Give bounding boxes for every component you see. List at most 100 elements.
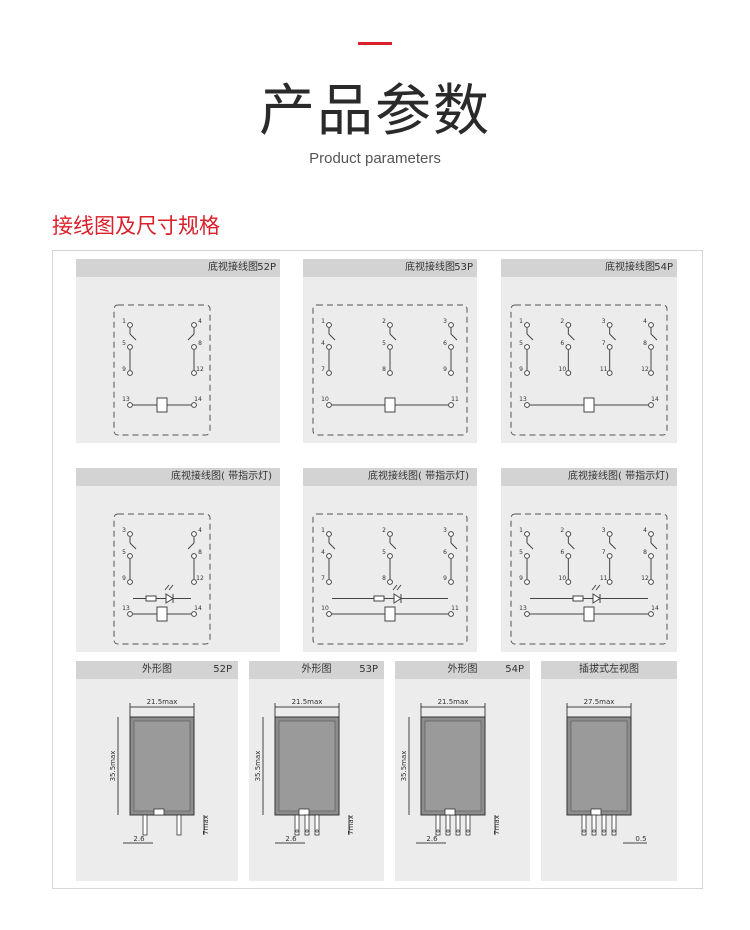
width-dimension: 21.5max [438,698,469,706]
pin-label: 9 [122,575,126,582]
pin-label: 14 [194,396,202,403]
pin-label: 6 [560,340,564,347]
page-subtitle: Product parameters [309,150,441,167]
pin-terminal [648,531,654,537]
pin-label: 3 [122,527,126,534]
contact-lever [187,333,195,341]
pin-terminal [127,553,133,559]
pin-terminal [606,579,613,585]
socket-outline [113,304,211,436]
pin-hole [466,829,470,833]
relay-cover [570,720,628,812]
pin-terminal [191,344,197,350]
pin-terminal [448,322,454,328]
pin-terminal [565,579,572,585]
pin-label: 12 [641,366,649,373]
pin-length-dimension: 7max [202,815,210,835]
light-ray [595,584,601,591]
pin-hole [456,829,460,833]
pin-terminal [127,344,133,350]
pin-terminal [648,344,654,350]
light-ray [168,584,174,591]
pin-length-dimension: 7max [347,815,355,835]
panel-header: 外形图 52P [76,661,238,679]
pin-terminal [606,531,613,537]
contact-lever [567,542,575,550]
pin-label: 8 [382,366,386,373]
resistor-symbol [572,595,584,602]
pin-terminal [387,370,393,376]
contact-lever [609,333,617,341]
relay-pin [435,814,441,836]
led-symbol [592,593,601,604]
panel-label: 外形图 [447,664,478,675]
pin-terminal [191,402,197,408]
pin-terminal [191,531,197,537]
pin-terminal [448,402,454,408]
relay-pin [142,814,148,836]
contact-lever [450,542,458,550]
pin-label: 5 [382,340,386,347]
coil-symbol [156,606,168,622]
panel-model: 54P [505,664,524,675]
pin-label: 5 [122,340,126,347]
pitch-dimension: 2.6 [133,835,145,843]
pin-label: 2 [382,527,386,534]
pin-hole [305,829,309,833]
pin-label: 9 [519,366,523,373]
pin-hole [592,829,596,833]
contact-lever [526,542,534,550]
panel-model: 54P [654,262,673,273]
pin-label: 14 [194,605,202,612]
pin-label: 5 [382,549,386,556]
pin-label: 13 [519,605,527,612]
pin-label: 1 [122,318,126,325]
release-tab [298,808,310,816]
pin-terminal [565,344,572,350]
pin-label: 9 [519,575,523,582]
light-ray [396,584,402,591]
pin-label: 12 [196,366,204,373]
pin-terminal [648,402,654,408]
pin-label: 1 [321,527,325,534]
pin-terminal [524,402,530,408]
panel-label: 底视接线图( 带指示灯) [171,471,272,482]
pin-label: 5 [519,549,523,556]
panel-header: 底视接线图( 带指示灯) [76,468,280,486]
relay-pin [601,814,607,836]
pin-label: 10 [321,396,329,403]
pin-terminal [127,370,133,376]
panel-model: 53P [454,262,473,273]
pin-terminal [565,370,572,376]
pin-hole [315,829,319,833]
panel-label: 插拔式左视图 [579,664,639,675]
relay-pin [581,814,587,836]
pin-label: 8 [643,549,647,556]
pin-label: 2 [560,527,564,534]
pin-hole [295,829,299,833]
title-accent-bar [358,42,392,45]
contact-lever [450,333,458,341]
pin-label: 13 [122,396,130,403]
pin-terminal [606,322,613,328]
height-dimension: 35.5max [254,751,262,782]
pin-label: 13 [519,396,527,403]
panel-label: 底视接线图( 带指示灯) [368,471,469,482]
pin-terminal [387,579,393,585]
pin-terminal [648,370,654,376]
pin-label: 11 [600,366,608,373]
contact-lever [650,333,658,341]
pin-terminal [191,611,197,617]
section-title: 接线图及尺寸规格 [52,214,220,238]
pin-terminal [524,611,530,617]
panel-header: 底视接线图( 带指示灯) [303,468,477,486]
pin-hole [602,829,606,833]
relay-cover [424,720,482,812]
pin-terminal [326,579,332,585]
